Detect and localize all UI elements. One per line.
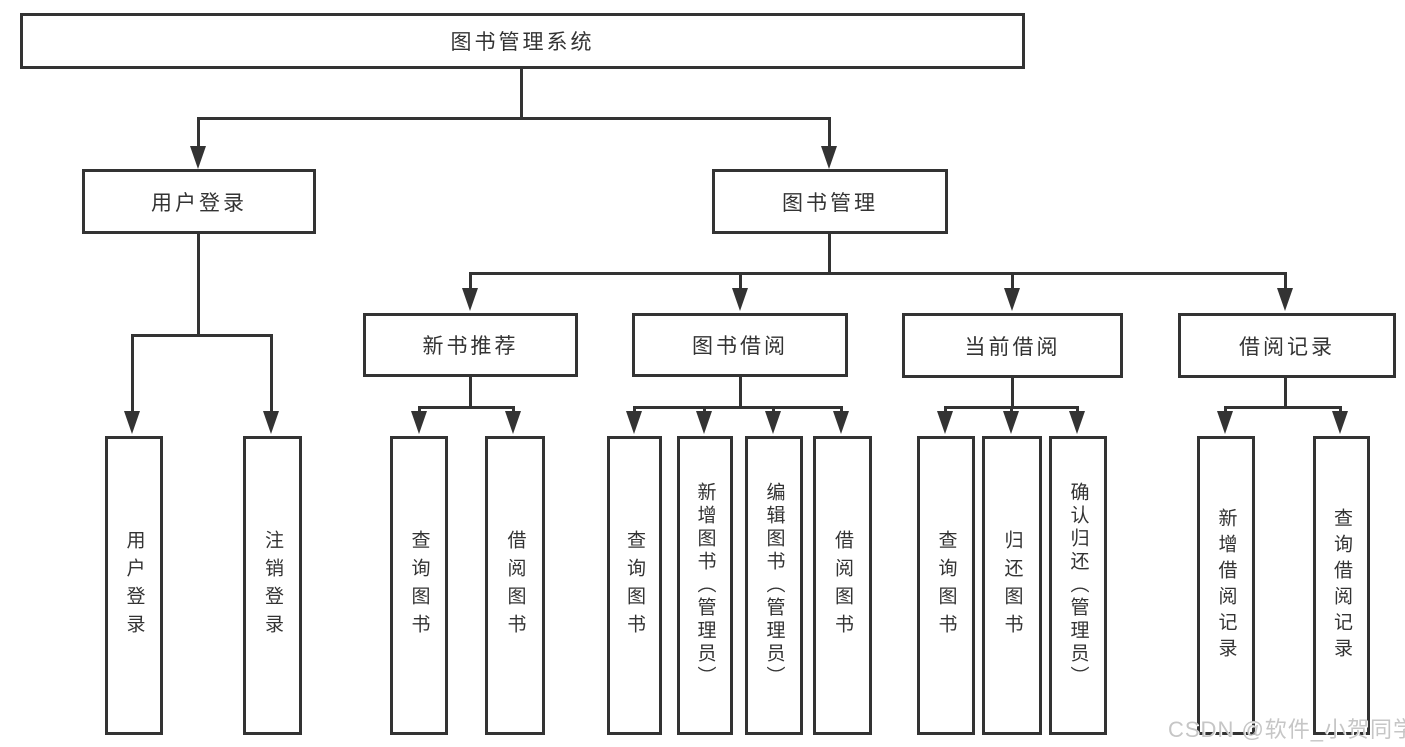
- arrow-down-icon: [1277, 288, 1293, 311]
- arrow-down-icon: [124, 411, 140, 434]
- arrow-down-icon: [462, 288, 478, 311]
- leaf-borrow-books-borrowing: 借阅图书: [813, 436, 872, 735]
- connector-drop: [1339, 406, 1342, 414]
- leaf-confirm-return-admin: 确认归还（管理员）: [1049, 436, 1107, 735]
- node-label: 图书管理: [782, 191, 878, 215]
- node-book-management: 图书管理: [712, 169, 948, 234]
- connector-drop: [1076, 406, 1079, 414]
- leaf-logout: 注销登录: [243, 436, 302, 735]
- connector-drop: [418, 406, 421, 414]
- connector-drop-leaf-user-login: [131, 334, 134, 412]
- arrow-down-icon: [263, 411, 279, 434]
- node-borrowing-records: 借阅记录: [1178, 313, 1396, 378]
- leaf-label: 查询图书: [624, 529, 645, 642]
- connector-records-branch: [1224, 406, 1342, 409]
- leaf-label: 查询借阅记录: [1331, 507, 1352, 664]
- connector-drop: [633, 406, 636, 414]
- connector-drop-new-book: [469, 272, 472, 290]
- connector-drop-leaf-logout: [270, 334, 273, 412]
- leaf-label: 新增图书（管理员）: [694, 482, 716, 689]
- arrow-down-icon: [1004, 288, 1020, 311]
- node-user-login: 用户登录: [82, 169, 316, 234]
- leaf-add-borrow-record: 新增借阅记录: [1197, 436, 1255, 735]
- node-label: 当前借阅: [964, 335, 1061, 359]
- arrow-down-icon: [821, 146, 837, 169]
- connector-drop-book-borrow: [739, 272, 742, 290]
- leaf-borrow-books-recommend: 借阅图书: [485, 436, 545, 735]
- arrow-down-icon: [732, 288, 748, 311]
- watermark: CSDN @软件_小贺同学: [1168, 717, 1405, 742]
- node-book-management-system: 图书管理系统: [20, 13, 1025, 69]
- arrow-down-icon: [1003, 411, 1019, 434]
- connector-book-mgmt-stem: [828, 233, 831, 274]
- connector-drop: [703, 406, 706, 414]
- arrow-down-icon: [1332, 411, 1348, 434]
- leaf-label: 编辑图书（管理员）: [763, 482, 785, 689]
- leaf-label: 注销登录: [262, 529, 283, 642]
- leaf-user-login: 用户登录: [105, 436, 163, 735]
- connector-book-borrow-stem: [739, 376, 742, 408]
- leaf-edit-books-admin: 编辑图书（管理员）: [745, 436, 803, 735]
- connector-new-book-branch: [418, 406, 515, 409]
- leaf-query-borrow-record: 查询借阅记录: [1313, 436, 1370, 735]
- connector-drop-borrow-records: [1284, 272, 1287, 290]
- node-label: 借阅记录: [1239, 335, 1335, 359]
- node-book-borrowing: 图书借阅: [632, 313, 848, 377]
- node-new-book-recommend: 新书推荐: [363, 313, 578, 377]
- connector-drop: [840, 406, 843, 414]
- connector-drop: [1224, 406, 1227, 414]
- connector-book-borrow-branch: [633, 406, 843, 409]
- arrow-down-icon: [1217, 411, 1233, 434]
- connector-user-login-branch: [131, 334, 273, 337]
- node-label: 图书借阅: [692, 335, 788, 358]
- leaf-query-books-recommend: 查询图书: [390, 436, 448, 735]
- connector-current-borrow-stem: [1011, 377, 1014, 408]
- arrow-down-icon: [833, 411, 849, 434]
- connector-drop-book-management: [828, 117, 831, 148]
- connector-drop-current-borrow: [1011, 272, 1014, 290]
- leaf-label: 借阅图书: [504, 529, 526, 642]
- leaf-query-books-current: 查询图书: [917, 436, 975, 735]
- connector-drop: [772, 406, 775, 414]
- node-label: 新书推荐: [422, 335, 519, 358]
- connector-root-branch: [197, 117, 830, 120]
- leaf-return-books: 归还图书: [982, 436, 1042, 735]
- connector-drop: [1010, 406, 1013, 414]
- node-label: 图书管理系统: [450, 31, 595, 54]
- leaf-label: 新增借阅记录: [1215, 507, 1237, 664]
- arrow-down-icon: [505, 411, 521, 434]
- connector-root-stem: [520, 68, 523, 119]
- arrow-down-icon: [411, 411, 427, 434]
- arrow-down-icon: [765, 411, 781, 434]
- arrow-down-icon: [696, 411, 712, 434]
- leaf-label: 归还图书: [1001, 529, 1023, 642]
- arrow-down-icon: [190, 146, 206, 169]
- leaf-label: 用户登录: [123, 529, 145, 642]
- node-current-borrowing: 当前借阅: [902, 313, 1123, 378]
- leaf-query-books-borrowing: 查询图书: [607, 436, 662, 735]
- connector-book-mgmt-branch: [469, 272, 1287, 275]
- arrow-down-icon: [626, 411, 642, 434]
- leaf-label: 查询图书: [935, 529, 957, 642]
- leaf-label: 查询图书: [408, 529, 430, 642]
- arrow-down-icon: [937, 411, 953, 434]
- connector-user-login-stem: [197, 233, 200, 336]
- connector-drop: [512, 406, 515, 414]
- connector-records-stem: [1284, 377, 1287, 408]
- connector-drop: [944, 406, 947, 414]
- node-label: 用户登录: [151, 191, 247, 215]
- connector-drop-user-login: [197, 117, 200, 148]
- leaf-label: 借阅图书: [832, 529, 853, 642]
- leaf-add-books-admin: 新增图书（管理员）: [677, 436, 733, 735]
- leaf-label: 确认归还（管理员）: [1067, 482, 1089, 689]
- arrow-down-icon: [1069, 411, 1085, 434]
- connector-new-book-stem: [469, 376, 472, 408]
